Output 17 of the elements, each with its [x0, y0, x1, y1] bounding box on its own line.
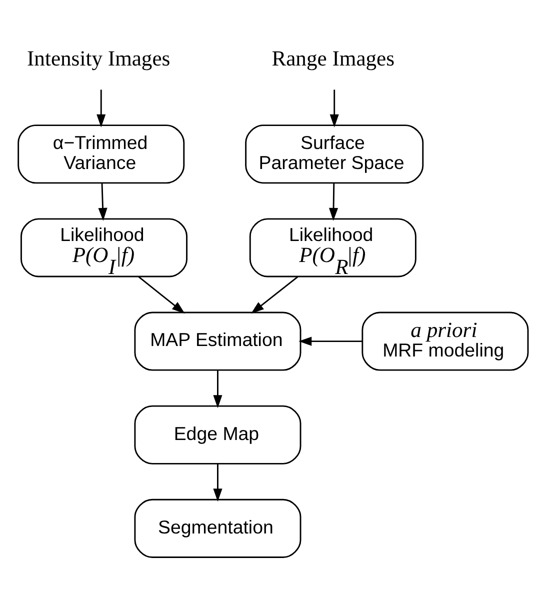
- arrow: [138, 276, 185, 314]
- arrow: [96, 90, 106, 128]
- node-text: Range Images: [272, 46, 395, 71]
- arrow: [98, 183, 108, 221]
- arrow: [213, 370, 222, 408]
- arrow: [328, 183, 338, 221]
- node-box: Edge Map: [134, 405, 302, 464]
- node-box: Surface Parameter Space: [245, 124, 424, 184]
- arrow: [298, 336, 362, 346]
- node-box: Segmentation: [134, 498, 302, 558]
- arrow: [250, 276, 298, 314]
- node-text: Intensity Images: [26, 46, 170, 71]
- node-box: MAP Estimation: [134, 312, 302, 371]
- arrow: [330, 90, 339, 128]
- node-box: a priori MRF modeling: [362, 312, 529, 371]
- arrow: [213, 464, 222, 502]
- node-box: α−Trimmed Variance: [18, 124, 185, 184]
